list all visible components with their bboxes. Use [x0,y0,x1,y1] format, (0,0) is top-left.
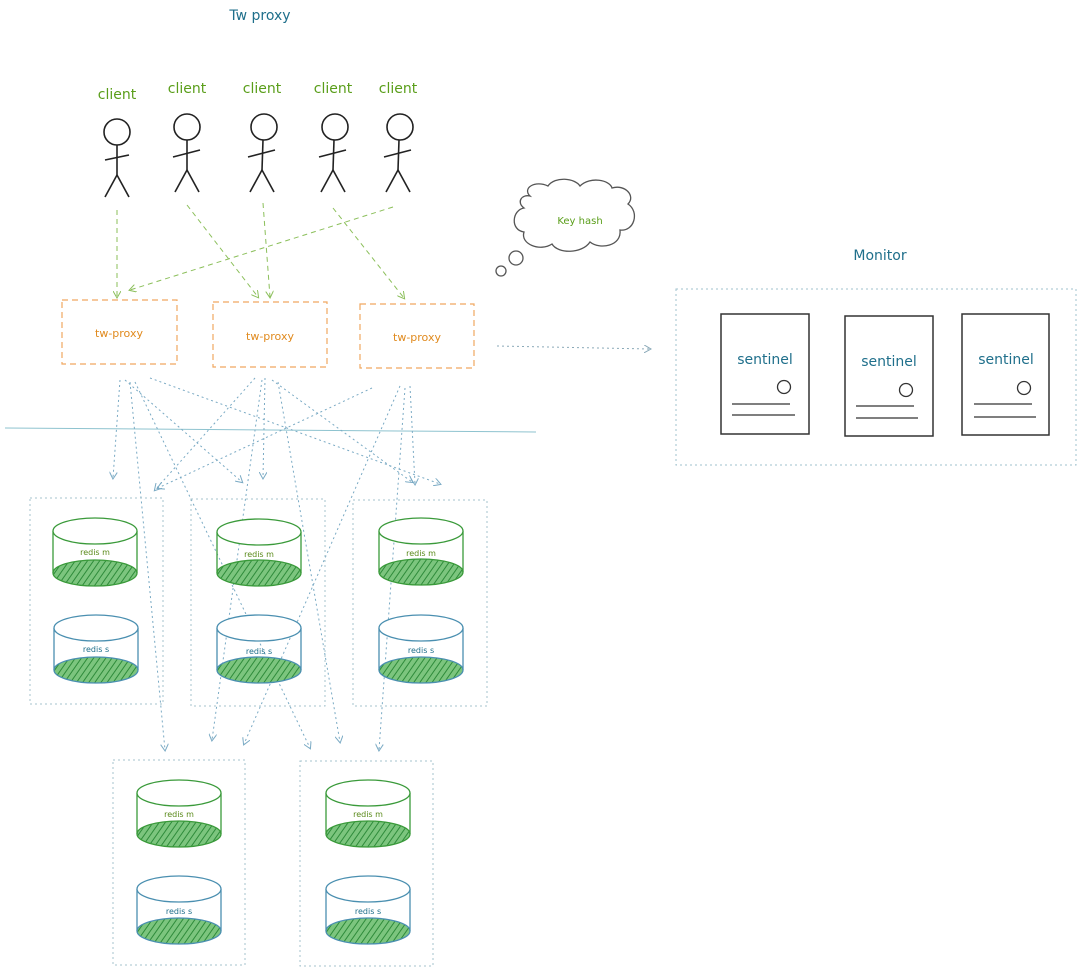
redis-master-label: redis m [80,548,110,557]
cloud-label: Key hash [557,216,602,227]
redis-group: redis m redis s [112,759,246,966]
connector-line [158,387,373,488]
connector-line [277,381,340,742]
connector-line [271,379,412,482]
client-figure: client [243,81,282,193]
redis-master-cylinder: redis m [378,517,464,586]
proxy-monitor-arrow [496,346,650,349]
redis-slave-cylinder: redis s [378,614,464,684]
redis-group: redis m redis s [352,499,488,707]
redis-master-label: redis m [164,810,194,819]
client-figure: client [98,87,137,198]
proxy-box: tw-proxy [61,299,178,365]
monitor-panel: Monitor sentinel sentinel sentinel [675,248,1077,466]
connector-line [409,385,415,484]
redis-master-cylinder: redis m [52,517,138,587]
connector-line [155,377,256,490]
redis-master-cylinder: redis m [216,518,302,587]
connector-line [332,207,404,298]
redis-slave-cylinder: redis s [53,614,139,684]
redis-slave-label: redis s [166,907,192,916]
proxy-label: tw-proxy [95,327,143,340]
client-group: client client client client [98,81,418,198]
redis-master-label: redis m [406,549,436,558]
connector-line [149,377,440,484]
client-proxy-connectors [117,202,404,298]
connector-line [113,379,121,478]
connector-line [130,206,394,290]
redis-slave-label: redis s [246,647,272,656]
monitor-title: Monitor [853,248,906,264]
diagram-title: Tw proxy [228,8,290,24]
sentinel-card: sentinel [844,315,934,437]
redis-slave-cylinder: redis s [216,614,302,684]
redis-slave-cylinder: redis s [325,875,411,945]
layer-separator [4,427,537,433]
connector-line [244,385,401,744]
redis-master-cylinder: redis m [136,779,222,848]
proxy-box: tw-proxy [359,303,475,369]
client-label: client [98,87,137,103]
proxy-label: tw-proxy [393,331,441,344]
redis-group: redis m redis s [190,498,326,707]
client-figure: client [168,81,207,193]
proxy-box: tw-proxy [212,301,328,368]
sentinel-card: sentinel [961,313,1050,436]
redis-master-label: redis m [244,550,274,559]
redis-slave-label: redis s [83,645,109,654]
redis-cluster: redis m redis s redis m [29,497,488,967]
redis-slave-label: redis s [355,907,381,916]
connector-line [262,202,270,297]
client-label: client [314,81,353,97]
redis-group: redis m redis s [29,497,164,705]
client-label: client [243,81,282,97]
connector-line [212,379,263,740]
redis-master-cylinder: redis m [325,779,411,848]
client-label: client [168,81,207,97]
connector-line [129,381,165,750]
redis-slave-cylinder: redis s [136,875,222,945]
connector-line [263,377,265,478]
proxy-label: tw-proxy [246,330,294,343]
redis-group: redis m redis s [299,760,434,967]
client-label: client [379,81,418,97]
key-hash-cloud: Key hash [495,178,636,277]
redis-slave-label: redis s [408,646,434,655]
redis-master-label: redis m [353,810,383,819]
connector-line [124,379,242,482]
sentinel-card: sentinel [720,313,810,435]
sentinel-label: sentinel [737,352,793,368]
client-figure: client [314,81,353,193]
sentinel-label: sentinel [978,352,1034,368]
connector-line [186,204,258,297]
sentinel-label: sentinel [861,354,917,370]
proxy-group: tw-proxy tw-proxy tw-proxy [61,299,475,369]
client-figure: client [379,81,418,193]
